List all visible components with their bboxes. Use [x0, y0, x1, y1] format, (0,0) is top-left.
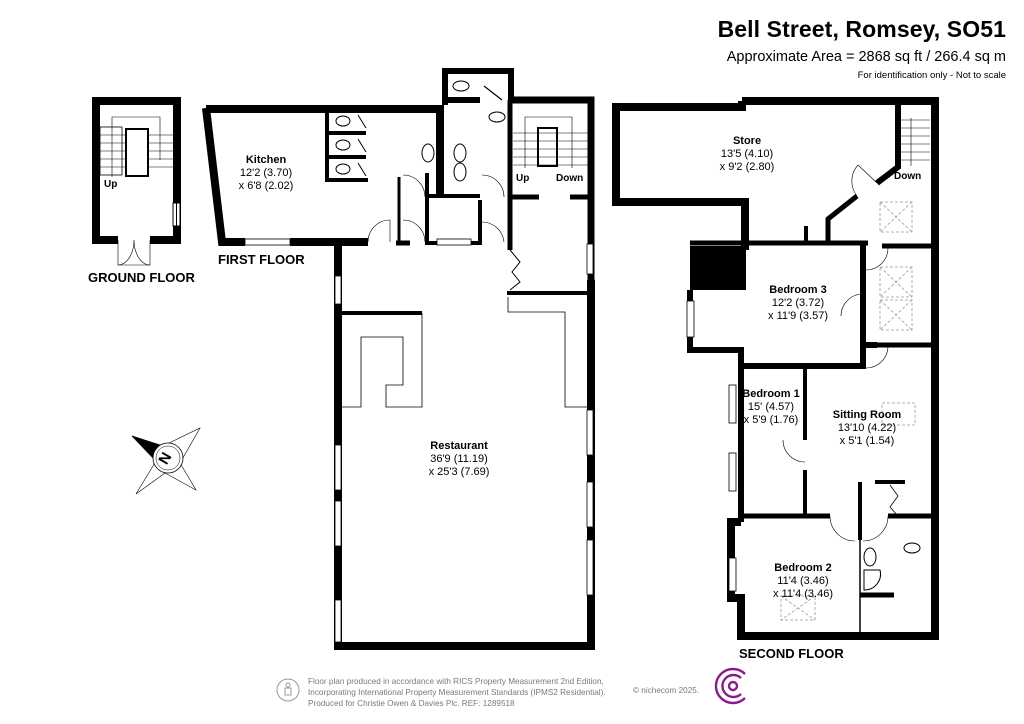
first-floor-plan [202, 68, 595, 650]
approximate-area: Approximate Area = 2868 sq ft / 266.4 sq… [726, 49, 1006, 65]
room-dimension: 15' (4.57) [747, 401, 795, 413]
room-dimension: x 11'4 (3.46) [773, 588, 833, 600]
ground-floor-label: GROUND FLOOR [88, 270, 195, 285]
person-icon [276, 678, 300, 702]
first-stairs-up-label: Up [516, 173, 530, 184]
room-name: Bedroom 2 [774, 562, 832, 574]
room-name: Bedroom 3 [769, 284, 827, 296]
room-name: Bedroom 1 [742, 388, 800, 400]
room-dimension: x 25'3 (7.69) [428, 466, 490, 478]
room-name: Sitting Room [832, 409, 902, 421]
second-stairs-down-label: Down [894, 171, 922, 182]
second-floor-plan [612, 97, 939, 640]
footer-line-3: Produced for Christie Owen & Davies Plc.… [308, 699, 515, 708]
room-store: Store 13'5 (4.10) x 9'2 (2.80) [720, 135, 775, 174]
room-name: Kitchen [245, 154, 287, 166]
ground-stairs-up-label: Up [104, 179, 118, 190]
room-bedroom-1: Bedroom 1 15' (4.57) x 5'9 (1.76) [742, 388, 799, 427]
room-dimension: x 11'9 (3.57) [768, 310, 828, 322]
room-dimension: x 5'1 (1.54) [839, 435, 895, 447]
room-sitting-room: Sitting Room 13'10 (4.22) x 5'1 (1.54) [833, 409, 901, 448]
second-floor-label: SECOND FLOOR [739, 646, 844, 661]
room-dimension: x 9'2 (2.80) [719, 161, 775, 173]
first-stairs-down-label: Down [556, 173, 584, 184]
footer-notes: Floor plan produced in accordance with R… [308, 676, 606, 709]
room-bedroom-3: Bedroom 3 12'2 (3.72) x 11'9 (3.57) [768, 284, 828, 323]
footer-line-1: Floor plan produced in accordance with R… [308, 677, 604, 686]
room-name: Restaurant [430, 440, 488, 452]
room-restaurant: Restaurant 36'9 (11.19) x 25'3 (7.69) [429, 440, 490, 479]
ground-floor-plan [92, 97, 181, 266]
room-kitchen: Kitchen 12'2 (3.70) x 6'8 (2.02) [239, 154, 294, 193]
disclaimer: For identification only - Not to scale [857, 70, 1006, 81]
room-name: Store [732, 135, 762, 147]
room-dimension: 13'10 (4.22) [837, 422, 897, 434]
room-dimension: 11'4 (3.46) [777, 575, 829, 587]
page-title: Bell Street, Romsey, SO51 [717, 16, 1006, 42]
first-floor-label: FIRST FLOOR [218, 252, 305, 267]
room-dimension: x 6'8 (2.02) [238, 180, 294, 192]
copyright: © nichecom 2025. [633, 686, 700, 695]
compass-rose-icon [131, 427, 201, 495]
room-dimension: 36'9 (11.19) [430, 453, 488, 465]
room-dimension: x 5'9 (1.76) [743, 414, 799, 426]
nichecom-logo-icon [714, 667, 746, 705]
room-dimension: 12'2 (3.70) [239, 167, 293, 179]
room-bedroom-2: Bedroom 2 11'4 (3.46) x 11'4 (3.46) [773, 562, 833, 601]
room-dimension: 13'5 (4.10) [720, 148, 774, 160]
room-dimension: 12'2 (3.72) [771, 297, 825, 309]
footer-line-2: Incorporating International Property Mea… [308, 688, 606, 697]
